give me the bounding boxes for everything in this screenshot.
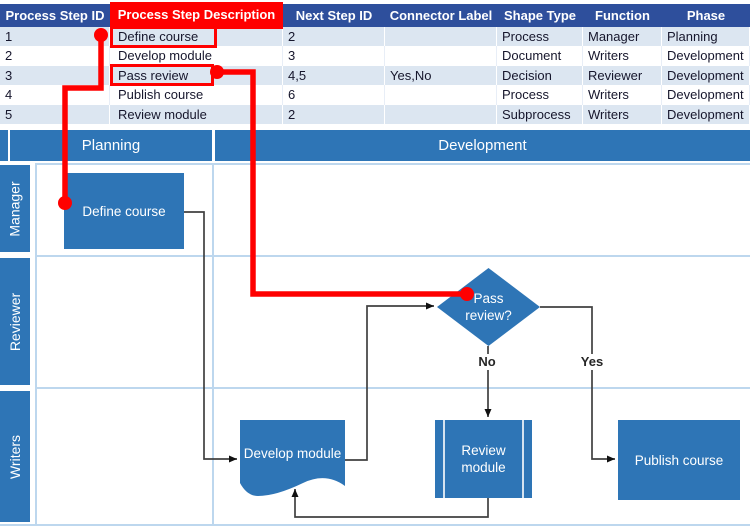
table-cell[interactable] bbox=[385, 46, 497, 66]
table-cell[interactable]: Define course bbox=[110, 27, 283, 47]
table-cell[interactable]: 6 bbox=[283, 85, 385, 105]
table-row: 2 Develop module 3 Document Writers Deve… bbox=[0, 46, 750, 66]
table-row: 5 Review module 2 Subprocess Writers Dev… bbox=[0, 104, 750, 124]
shape-label: Publish course bbox=[634, 452, 724, 468]
lane-header-manager[interactable]: Manager bbox=[0, 165, 30, 252]
lane-label: Writers bbox=[7, 434, 24, 479]
table-cell[interactable]: Document bbox=[497, 46, 583, 66]
process-shape-publish-course[interactable]: Publish course bbox=[618, 420, 740, 500]
connector-label-yes[interactable]: Yes bbox=[576, 354, 608, 370]
table-cell[interactable]: 1 bbox=[0, 27, 110, 47]
callout-box-define-course-cell bbox=[110, 26, 217, 48]
table-cell[interactable]: 4,5 bbox=[283, 65, 385, 86]
table-cell[interactable]: Development bbox=[662, 85, 750, 105]
phase-label: Development bbox=[438, 137, 527, 154]
table-cell[interactable]: 2 bbox=[283, 27, 385, 47]
phase-divider bbox=[212, 163, 214, 524]
table-cell[interactable]: Development bbox=[662, 46, 750, 66]
column-header-process-step-description-highlighted[interactable]: Process Step Description bbox=[110, 2, 283, 29]
table-cell[interactable] bbox=[385, 85, 497, 105]
table-cell[interactable]: Subprocess bbox=[497, 104, 583, 124]
connector-yes-to-publish[interactable] bbox=[540, 306, 615, 463]
table-cell[interactable] bbox=[385, 27, 497, 47]
table-cell[interactable]: Process bbox=[497, 85, 583, 105]
shape-label: Pass review? bbox=[465, 291, 512, 323]
lane-divider bbox=[35, 387, 750, 389]
table-cell[interactable]: 2 bbox=[283, 104, 385, 124]
document-shape-develop-module[interactable]: Develop module bbox=[240, 420, 345, 500]
column-header-next-step-id[interactable]: Next Step ID bbox=[283, 4, 385, 27]
table-header-row: Process Step ID Process Step Description… bbox=[0, 2, 750, 29]
lane-divider bbox=[35, 163, 37, 524]
lane-divider bbox=[0, 524, 750, 526]
shape-label: Define course bbox=[82, 203, 166, 219]
table-cell[interactable]: Manager bbox=[583, 27, 662, 47]
table-cell[interactable]: Decision bbox=[497, 65, 583, 86]
table-cell[interactable]: Planning bbox=[662, 27, 750, 47]
table-cell[interactable]: 3 bbox=[0, 65, 110, 86]
connector-define-to-develop[interactable] bbox=[184, 211, 237, 463]
column-header-function[interactable]: Function bbox=[583, 4, 662, 27]
table-cell[interactable] bbox=[385, 104, 497, 124]
column-header-connector-label[interactable]: Connector Label bbox=[385, 4, 497, 27]
lane-divider bbox=[35, 163, 750, 165]
shape-label: Develop module bbox=[243, 445, 342, 461]
table-cell[interactable]: Yes,No bbox=[385, 65, 497, 86]
column-header-shape-type[interactable]: Shape Type bbox=[497, 4, 583, 27]
table-row: 4 Publish course 6 Process Writers Devel… bbox=[0, 85, 750, 105]
connector-develop-to-pass-review[interactable] bbox=[345, 302, 434, 461]
table-cell[interactable]: Writers bbox=[583, 85, 662, 105]
table-cell[interactable]: 3 bbox=[283, 46, 385, 66]
table-cell[interactable]: 5 bbox=[0, 104, 110, 124]
table-cell[interactable]: Development bbox=[662, 65, 750, 86]
subprocess-shape-review-module[interactable]: Review module bbox=[435, 420, 532, 498]
table-cell[interactable]: 4 bbox=[0, 85, 110, 105]
lane-header-reviewer[interactable]: Reviewer bbox=[0, 258, 30, 385]
lane-label: Reviewer bbox=[7, 292, 24, 351]
lane-header-writers[interactable]: Writers bbox=[0, 391, 30, 522]
document-glyph bbox=[240, 420, 345, 496]
table-cell[interactable]: Reviewer bbox=[583, 65, 662, 86]
decision-shape-pass-review[interactable]: Pass review? bbox=[437, 268, 540, 346]
phase-header-corner bbox=[0, 130, 8, 161]
lane-divider bbox=[35, 255, 750, 257]
table-cell[interactable]: 2 bbox=[0, 46, 110, 66]
table-cell[interactable]: Develop module bbox=[110, 46, 283, 66]
shape-label: Review module bbox=[461, 443, 506, 475]
table-cell[interactable]: Writers bbox=[583, 46, 662, 66]
column-header-phase[interactable]: Phase bbox=[662, 4, 750, 27]
table-cell[interactable]: Process bbox=[497, 27, 583, 47]
connector-label-no[interactable]: No bbox=[472, 354, 502, 370]
table-cell[interactable]: Review module bbox=[110, 104, 283, 124]
process-shape-define-course[interactable]: Define course bbox=[64, 173, 184, 249]
column-header-process-step-id[interactable]: Process Step ID bbox=[0, 4, 110, 27]
callout-box-pass-review-cell bbox=[110, 64, 214, 86]
table-cell[interactable]: Publish course bbox=[110, 85, 283, 105]
phase-header-planning[interactable]: Planning bbox=[10, 130, 212, 161]
phase-label: Planning bbox=[81, 137, 141, 154]
phase-header-development[interactable]: Development bbox=[215, 130, 750, 161]
lane-label: Manager bbox=[7, 180, 24, 237]
table-cell[interactable]: Development bbox=[662, 104, 750, 124]
table-cell[interactable]: Writers bbox=[583, 104, 662, 124]
